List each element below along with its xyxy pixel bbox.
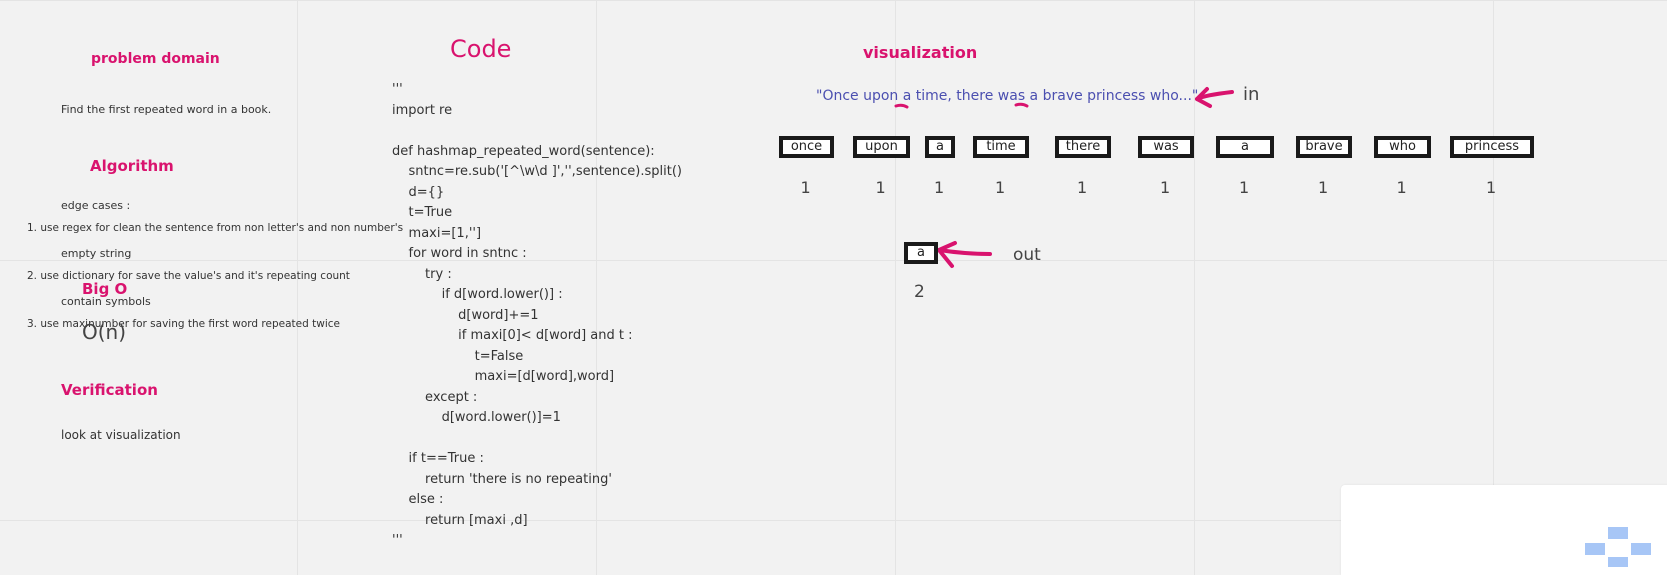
output-word-box: a	[904, 242, 938, 264]
word-count: 1	[1077, 178, 1088, 197]
code-line: for word in sntnc :	[392, 246, 527, 261]
code-heading: Code	[450, 35, 512, 63]
word-count: 1	[995, 178, 1006, 197]
code-line: if d[word.lower()] :	[392, 287, 563, 302]
word-count: 1	[1486, 178, 1497, 197]
problem-domain-heading: problem domain	[91, 51, 220, 67]
visualization-heading: visualization	[863, 43, 978, 62]
code-line: if t==True :	[392, 451, 484, 466]
big-o-value: O(n)	[82, 320, 127, 344]
verification-text: look at visualization	[61, 428, 181, 442]
code-line: '''	[392, 82, 403, 97]
minimap-block	[1585, 543, 1605, 555]
minimap-block	[1608, 557, 1628, 567]
code-line: try :	[392, 266, 452, 282]
code-line: d[word]+=1	[392, 307, 539, 323]
code-line: except :	[392, 389, 478, 405]
problem-domain-text: Find the first repeated word in a book. …	[61, 70, 271, 326]
arrow-in-head	[1195, 87, 1212, 108]
code-line: sntnc=re.sub('[^\w\d ]','',sentence).spl…	[392, 164, 682, 179]
word-box: time	[973, 136, 1029, 158]
algorithm-step: 2. use dictionary for save the value's a…	[27, 270, 350, 282]
word-box: once	[779, 136, 834, 158]
annotation-marks	[894, 87, 1234, 268]
code-line: else :	[392, 492, 444, 507]
arrow-out-head	[937, 241, 957, 268]
big-o-heading: Big O	[82, 280, 128, 298]
minimap-block	[1631, 543, 1651, 555]
verification-heading: Verification	[61, 381, 158, 399]
code-line: def hashmap_repeated_word(sentence):	[392, 143, 655, 159]
problem-line: Find the first repeated word in a book.	[61, 103, 272, 116]
word-count: 1	[1239, 178, 1250, 197]
code-line: t=False	[392, 348, 524, 364]
code-line: return 'there is no repeating'	[392, 471, 612, 487]
word-box: there	[1055, 136, 1111, 158]
word-count: 1	[1160, 178, 1171, 197]
code-line: if maxi[0]< d[word] and t :	[392, 328, 633, 343]
minimap-block	[1608, 527, 1628, 539]
problem-line: contain symbols	[61, 295, 151, 308]
word-box: who	[1374, 136, 1431, 158]
algorithm-step: 3. use maxinumber for saving the first w…	[27, 318, 340, 330]
algorithm-heading: Algorithm	[90, 157, 174, 175]
word-box: brave	[1296, 136, 1352, 158]
sample-sentence: "Once upon a time, there was a brave pri…	[816, 88, 1199, 104]
word-box: a	[925, 136, 955, 158]
word-box: upon	[853, 136, 910, 158]
algorithm-step: 1. use regex for clean the sentence from…	[27, 222, 404, 234]
code-line: t=True	[392, 205, 453, 220]
problem-line: edge cases :	[61, 199, 131, 212]
output-count: 2	[914, 282, 925, 302]
code-line: import re	[392, 102, 453, 118]
problem-line: empty string	[61, 247, 132, 260]
code-line: d={}	[392, 184, 445, 200]
code-line: d[word.lower()]=1	[392, 410, 561, 425]
out-label: out	[1013, 245, 1041, 265]
code-line: return [maxi ,d]	[392, 512, 528, 528]
in-label: in	[1243, 84, 1260, 105]
minimap-panel[interactable]	[1341, 485, 1667, 575]
word-count: 1	[934, 178, 945, 197]
word-box: princess	[1450, 136, 1534, 158]
arrow-out	[937, 248, 992, 256]
word-count: 1	[1396, 178, 1407, 197]
algorithm-steps: 1. use regex for clean the sentence from…	[27, 188, 403, 348]
code-line: '''	[392, 533, 403, 548]
word-box: a	[1216, 136, 1274, 158]
word-count: 1	[875, 178, 886, 197]
underline-mark	[894, 103, 909, 109]
code-line: maxi=[1,'']	[392, 225, 482, 241]
code-block: ''' import re def hashmap_repeated_word(se…	[392, 80, 682, 552]
code-line: maxi=[d[word],word]	[392, 369, 615, 384]
word-count: 1	[1318, 178, 1329, 197]
word-box: was	[1138, 136, 1194, 158]
word-count: 1	[800, 178, 811, 197]
underline-mark	[1014, 102, 1029, 108]
